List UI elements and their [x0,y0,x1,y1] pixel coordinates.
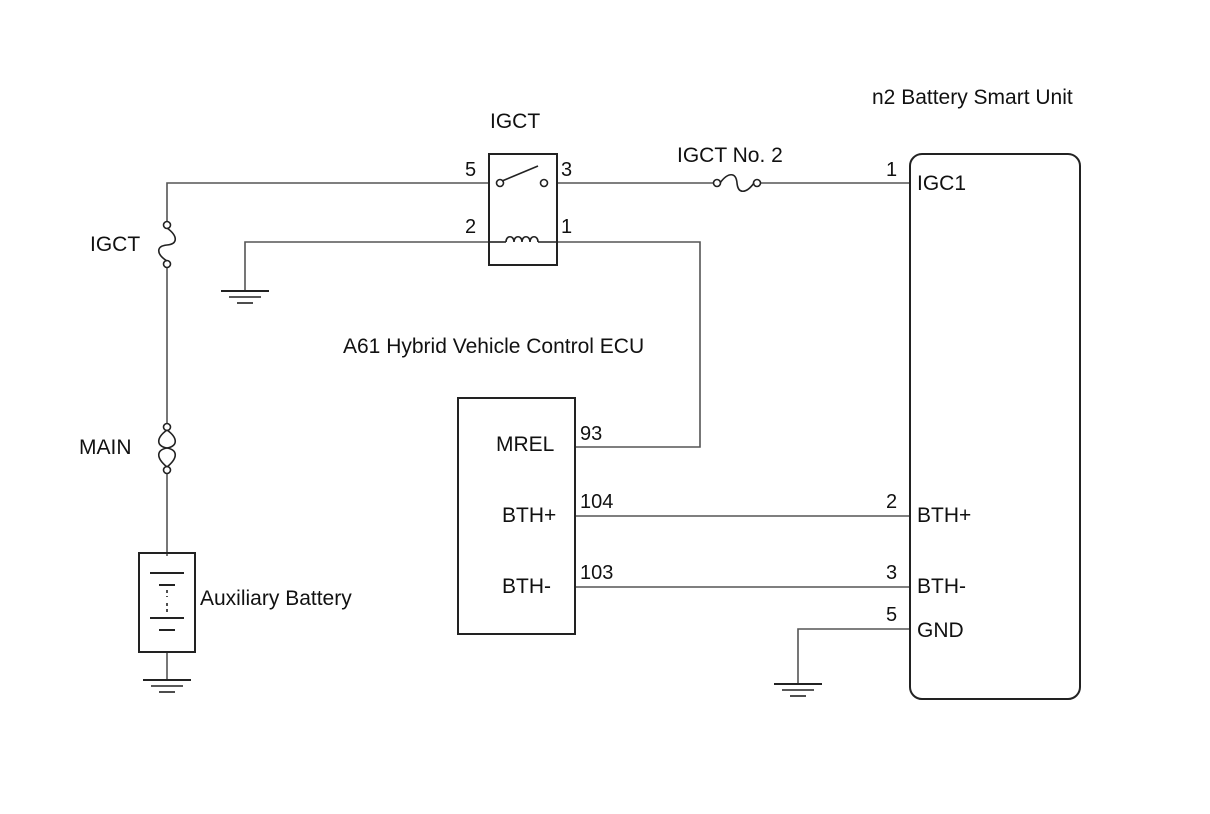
bsu-pin-number: 3 [886,562,897,584]
ecu-title: A61 Hybrid Vehicle Control ECU [343,335,644,358]
bsu-pin-name: BTH- [917,575,966,598]
bsu-pin-number: 5 [886,604,897,626]
fuse-igct-icon [157,220,177,269]
fuse-igct-label: IGCT [90,233,140,256]
wire-relay-coil-ground [244,241,490,290]
battery-label: Auxiliary Battery [200,587,352,610]
battery-box [138,552,196,653]
relay-pin-1: 1 [561,216,572,238]
ecu-pin-name: MREL [496,433,554,456]
bsu-title: n2 Battery Smart Unit [872,86,1073,109]
fuse-igct-no2-label: IGCT No. 2 [677,144,783,167]
relay-coil-icon [490,235,556,243]
wire-main-to-relay [166,182,490,222]
ground-symbol-bsu [774,683,822,697]
bsu-pin-name: GND [917,619,964,642]
ecu-pin-name: BTH- [502,575,551,598]
fuse-main-label: MAIN [79,436,132,459]
wire-bsu-gnd [797,628,910,683]
ground-symbol-battery [143,679,191,693]
ecu-pin-number: 103 [580,562,613,584]
relay-pin-2: 2 [465,216,476,238]
bsu-pin-name: IGC1 [917,172,966,195]
fuse-main-icon [157,422,177,475]
relay-switch-icon [495,165,549,188]
bsu-pin-number: 2 [886,491,897,513]
bsu-pin-name: BTH+ [917,504,971,527]
relay-pin-5: 5 [465,159,476,181]
relay-box [488,153,558,266]
ecu-box [457,397,576,635]
relay-pin-3: 3 [561,159,572,181]
ecu-pin-number: 93 [580,423,602,445]
bsu-pin-number: 1 [886,159,897,181]
ecu-pin-number: 104 [580,491,613,513]
wire-relay-coil-to-mrel [556,241,701,448]
relay-title: IGCT [490,110,540,133]
battery-cell-icon [150,572,184,631]
ecu-pin-name: BTH+ [502,504,556,527]
bsu-box [909,153,1081,700]
fuse-igct-no2-icon [712,173,762,193]
ground-symbol-relay [221,290,269,304]
